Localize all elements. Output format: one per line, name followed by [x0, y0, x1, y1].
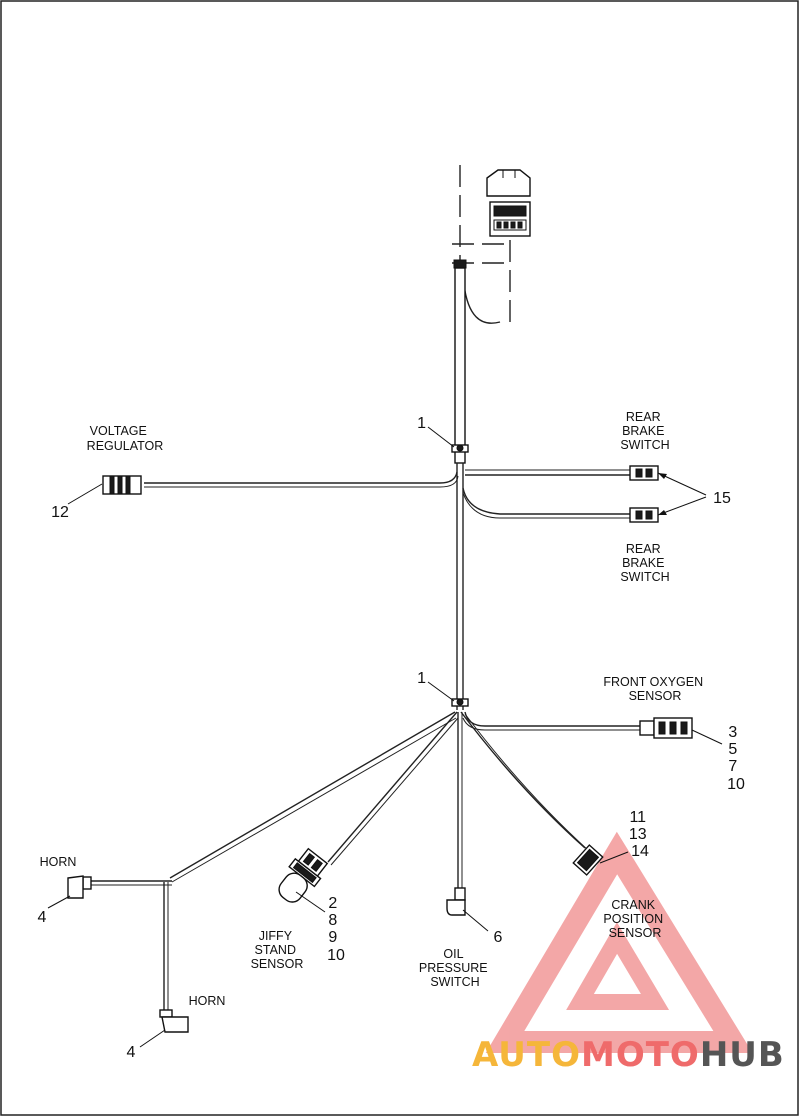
rear-brake-switch-label-top: REAR BRAKE SWITCH — [620, 410, 669, 452]
rear-brake-switch-branch-bottom — [462, 487, 659, 523]
cable-clip-lower — [451, 698, 469, 707]
callout-front-oxygen-sensor: 3 5 7 10 — [727, 724, 745, 793]
horn-connector-bottom — [161, 1016, 189, 1033]
front-oxygen-sensor-label: FRONT OXYGEN SENSOR — [603, 675, 706, 703]
oil-pressure-switch-branch — [446, 712, 466, 916]
ecm-connector-cap — [486, 169, 531, 197]
horn-branch — [67, 711, 457, 1033]
jiffy-stand-sensor-branch — [278, 711, 459, 903]
rear-brake-switch-label-bottom: REAR BRAKE SWITCH — [620, 542, 669, 584]
callout-clip-lower: 1 — [417, 670, 426, 687]
rear-brake-switch-branch-top — [465, 465, 659, 481]
callout-oil-pressure-switch: 6 — [494, 929, 503, 946]
front-oxygen-sensor-branch — [462, 711, 693, 739]
horn-label-top: HORN — [40, 855, 77, 869]
watermark-logo: AUTOMOTOHUB — [472, 1035, 785, 1075]
callout-voltage-regulator: 12 — [51, 504, 69, 521]
cable-clip-upper — [451, 444, 469, 453]
leader-lines — [47, 426, 723, 1048]
crank-position-sensor-label: CRANK POSITION SENSOR — [603, 898, 666, 940]
horn-label-bottom: HORN — [189, 994, 226, 1008]
callout-rear-brake-switch: 15 — [713, 490, 731, 507]
rear-brake-switch-connector-top — [629, 465, 659, 481]
rear-brake-switch-connector-bottom — [629, 507, 659, 523]
callout-jiffy-stand-sensor: 2 8 9 10 — [327, 895, 345, 964]
oil-pressure-switch-connector — [446, 899, 466, 916]
jiffy-stand-sensor-connector — [278, 847, 329, 903]
crank-position-sensor-connector — [572, 844, 604, 876]
watermark-triangle — [485, 831, 753, 1053]
voltage-regulator-label: VOLTAGE REGULATOR — [87, 424, 164, 453]
jiffy-stand-sensor-label: JIFFY STAND SENSOR — [251, 929, 304, 971]
callout-clip-upper: 1 — [417, 415, 426, 432]
voltage-regulator-branch — [102, 471, 459, 495]
callout-horn-top: 4 — [38, 909, 47, 926]
main-trunk — [454, 267, 466, 710]
ecm-connector-area — [452, 165, 531, 324]
crank-position-sensor-branch — [460, 711, 604, 876]
callout-crank-position-sensor: 11 13 14 — [629, 809, 651, 860]
callout-horn-bottom: 4 — [127, 1044, 136, 1061]
trunk-clip-icon — [453, 259, 467, 269]
oil-pressure-switch-label: OIL PRESSURE SWITCH — [419, 947, 491, 989]
horn-connector-top — [67, 875, 84, 899]
